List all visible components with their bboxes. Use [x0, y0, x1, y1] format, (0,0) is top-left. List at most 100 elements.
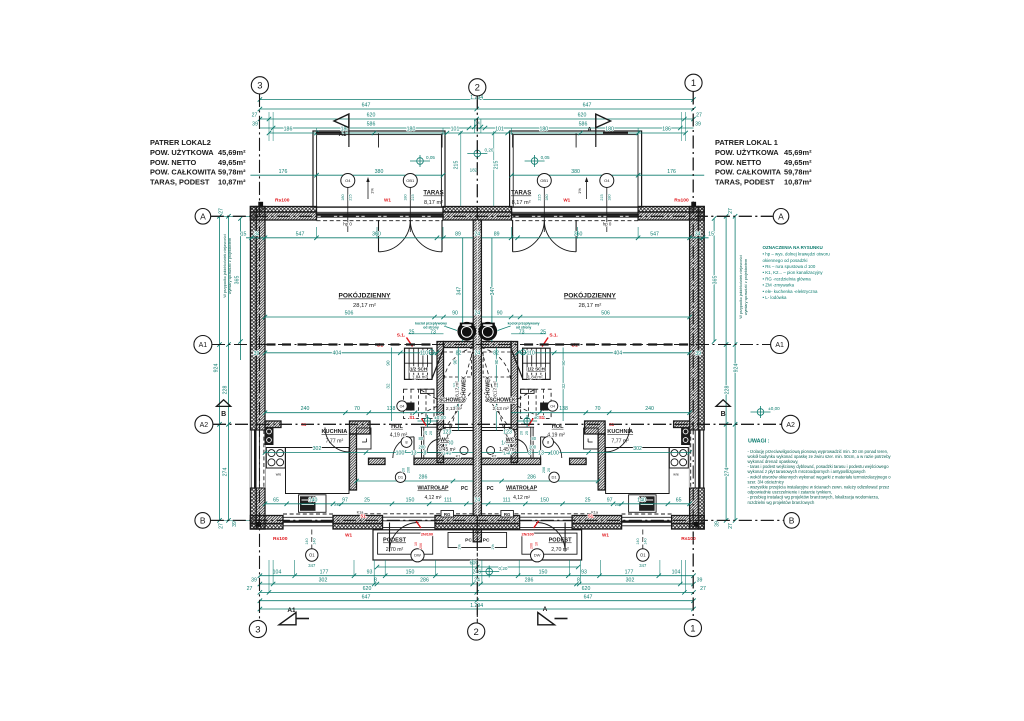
svg-text:182: 182 — [470, 168, 478, 173]
svg-text:73: 73 — [430, 330, 436, 336]
svg-text:OZNACZENIA NA RYSUNKU: OZNACZENIA NA RYSUNKU — [763, 245, 823, 250]
svg-text:odpowiednie uszczelnienie i za: odpowiednie uszczelnienie i zatarcie tyn… — [748, 490, 833, 495]
svg-text:110: 110 — [420, 351, 428, 357]
svg-text:3: 3 — [255, 624, 260, 635]
svg-text:KUCHNIA: KUCHNIA — [322, 429, 348, 435]
svg-text:39: 39 — [715, 521, 721, 527]
svg-text:- taras i podest wejściowy dyb: - taras i podest wejściowy dyblować, pos… — [748, 464, 890, 469]
svg-text:110: 110 — [526, 351, 534, 357]
svg-text:24: 24 — [474, 578, 480, 584]
svg-text:±0,00: ±0,00 — [534, 415, 546, 420]
svg-text:150: 150 — [540, 497, 549, 503]
svg-text:186: 186 — [662, 127, 671, 133]
svg-text:28,17 m²: 28,17 m² — [353, 303, 376, 309]
svg-text:24: 24 — [474, 311, 480, 317]
svg-text:7,77 m²: 7,77 m² — [326, 439, 344, 445]
svg-text:104: 104 — [672, 569, 681, 575]
svg-text:8: 8 — [528, 450, 531, 456]
svg-text:27: 27 — [247, 586, 253, 592]
svg-text:347: 347 — [457, 287, 463, 296]
svg-text:286: 286 — [419, 475, 428, 481]
svg-text:0,05: 0,05 — [426, 155, 435, 160]
svg-text:8: 8 — [374, 578, 377, 584]
svg-text:90: 90 — [452, 311, 458, 317]
svg-text:138: 138 — [387, 406, 396, 412]
svg-text:586: 586 — [367, 122, 376, 128]
svg-text:- wszystkie przejścia instalac: - wszystkie przejścia instalacyjne w ści… — [748, 485, 890, 490]
svg-text:SCHOWEK: SCHOWEK — [485, 376, 491, 403]
svg-text:100: 100 — [550, 450, 559, 456]
svg-text:RG: RG — [504, 512, 511, 517]
svg-text:3: 3 — [257, 81, 262, 92]
svg-text:8,17 m²: 8,17 m² — [512, 200, 531, 206]
svg-text:360: 360 — [574, 231, 583, 237]
svg-text:1%: 1% — [458, 544, 462, 550]
svg-text:1: 1 — [690, 623, 695, 634]
svg-text:RG: RG — [444, 512, 451, 517]
svg-text:POW. UŻYTKOWA: POW. UŻYTKOWA — [715, 148, 779, 157]
svg-text:ZM: ZM — [615, 503, 620, 507]
svg-text:O1: O1 — [640, 553, 646, 558]
svg-text:OB1: OB1 — [406, 178, 415, 183]
svg-text:kocioł przepływowy: kocioł przepływowy — [508, 322, 540, 326]
svg-text:228: 228 — [222, 386, 228, 395]
svg-text:404: 404 — [613, 351, 622, 357]
svg-text:302: 302 — [313, 446, 322, 452]
svg-text:45,69m²: 45,69m² — [784, 148, 812, 157]
svg-text:2N/100: 2N/100 — [421, 532, 433, 536]
svg-text:w/e: w/e — [276, 473, 282, 477]
svg-text:302: 302 — [626, 578, 635, 584]
svg-text:K1a: K1a — [591, 511, 599, 515]
svg-text:W1: W1 — [384, 197, 391, 202]
svg-text:B: B — [721, 411, 726, 418]
svg-text:140: 140 — [637, 497, 646, 503]
svg-text:1/2 SCH: 1/2 SCH — [527, 367, 545, 372]
svg-text:4,19 m²: 4,19 m² — [547, 433, 565, 439]
svg-text:HOL: HOL — [391, 424, 403, 430]
svg-text:1%: 1% — [370, 188, 375, 194]
svg-text:49,65m²: 49,65m² — [784, 158, 812, 167]
svg-text:620: 620 — [578, 113, 587, 119]
svg-text:180: 180 — [341, 127, 350, 133]
svg-text:34: 34 — [254, 231, 260, 237]
svg-text:27: 27 — [219, 208, 225, 214]
svg-text:180: 180 — [341, 194, 345, 200]
svg-text:WC: WC — [440, 438, 449, 444]
svg-text:32: 32 — [386, 383, 391, 389]
svg-text:24: 24 — [474, 351, 480, 357]
svg-text:• hp – wys. dolnej krawędzi ot: • hp – wys. dolnej krawędzi otworu — [763, 252, 831, 257]
svg-text:W przypadku jakichkolwiek niej: W przypadku jakichkolwiek niejasności — [739, 255, 743, 319]
svg-text:8: 8 — [577, 578, 580, 584]
svg-text:49,65m²: 49,65m² — [218, 158, 246, 167]
svg-text:20: 20 — [547, 468, 551, 472]
svg-text:szer. 3/4 ościeżnicy: szer. 3/4 ościeżnicy — [748, 479, 785, 484]
svg-text:10: 10 — [535, 542, 539, 546]
svg-text:1%: 1% — [491, 544, 495, 550]
svg-text:215: 215 — [538, 194, 542, 200]
svg-text:0,20: 0,20 — [485, 148, 494, 153]
svg-text:TARAS: TARAS — [423, 191, 443, 197]
svg-text:TARAS, PODEST: TARAS, PODEST — [150, 177, 210, 186]
svg-text:W1: W1 — [602, 533, 609, 538]
svg-text:1,84 m²: 1,84 m² — [412, 375, 427, 380]
svg-text:286: 286 — [420, 578, 429, 584]
svg-text:POW. NETTO: POW. NETTO — [150, 158, 197, 167]
svg-text:7,77 m²: 7,77 m² — [611, 439, 629, 445]
svg-text:8: 8 — [547, 439, 550, 444]
svg-text:PATRER LOKAL2: PATRER LOKAL2 — [150, 138, 211, 147]
svg-text:8: 8 — [424, 450, 427, 456]
svg-text:1,45 m²: 1,45 m² — [439, 447, 456, 453]
svg-text:1%: 1% — [577, 188, 582, 194]
svg-text:S.1.: S.1. — [397, 333, 406, 339]
svg-text:24: 24 — [474, 497, 480, 503]
svg-text:• ele- kuchenka -elektryczna: • ele- kuchenka -elektryczna — [763, 289, 819, 294]
svg-text:B: B — [789, 516, 795, 526]
svg-text:39: 39 — [251, 578, 257, 584]
svg-text:SCHOWEK: SCHOWEK — [461, 376, 467, 403]
svg-text:KUCHNIA: KUCHNIA — [607, 429, 633, 435]
svg-text:924: 924 — [733, 364, 739, 373]
svg-text:W1: W1 — [563, 197, 570, 202]
svg-text:347: 347 — [308, 563, 316, 568]
svg-text:13: 13 — [411, 450, 417, 456]
svg-text:WIATROŁAP: WIATROŁAP — [417, 486, 449, 492]
